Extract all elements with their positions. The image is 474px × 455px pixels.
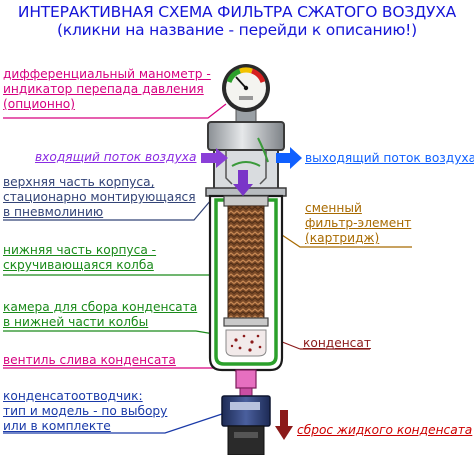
- label-upper-housing-line3: в пневмолинию: [3, 205, 104, 219]
- filter-cartridge[interactable]: [223, 195, 269, 327]
- label-upper-housing-line1: верхняя часть корпуса,: [3, 175, 155, 189]
- label-filter-element-line1: сменный: [305, 201, 362, 215]
- label-drain-trap[interactable]: конденсатоотводчик: тип и модель - по вы…: [3, 389, 167, 434]
- leader-condensate-chamber: [3, 330, 227, 337]
- label-upper-housing-line2: стационарно монтирующаяся: [3, 190, 196, 204]
- label-drain-trap-line2: тип и модель - по выбору: [3, 404, 168, 418]
- label-upper-housing[interactable]: верхняя часть корпуса, стационарно монти…: [3, 175, 196, 220]
- label-liquid-discharge[interactable]: сброс жидкого конденсата: [297, 423, 472, 438]
- label-manometer-line2: индикатор перепада давления: [3, 82, 204, 96]
- drain-trap[interactable]: [221, 395, 271, 455]
- label-liquid-discharge-text: сброс жидкого конденсата: [297, 423, 473, 437]
- label-air-outlet-text: выходящий поток воздуха: [305, 151, 474, 165]
- label-condensate-chamber-line1: камера для сбора конденсата: [3, 300, 198, 314]
- air-inlet-arrow-icon[interactable]: [201, 148, 228, 168]
- pressure-gauge-icon[interactable]: [222, 64, 270, 123]
- label-drain-trap-line1: конденсатоотводчик:: [3, 389, 143, 403]
- label-lower-housing[interactable]: нижняя часть корпуса - скручивающаяся ко…: [3, 243, 156, 273]
- condensate-chamber[interactable]: [225, 329, 267, 357]
- label-manometer-line1: дифференциальный манометр -: [3, 67, 211, 81]
- page-title: ИНТЕРАКТИВНАЯ СХЕМА ФИЛЬТРА СЖАТОГО ВОЗД…: [17, 3, 457, 21]
- leader-upper-housing: [3, 199, 212, 221]
- label-air-inlet[interactable]: входящий поток воздуха: [35, 150, 196, 165]
- label-condensate-chamber-line2: в нижней части колбы: [3, 315, 149, 329]
- label-drain-valve-text: вентиль слива конденсата: [3, 353, 176, 367]
- label-drain-valve[interactable]: вентиль слива конденсата: [3, 353, 176, 368]
- label-condensate[interactable]: конденсат: [303, 336, 371, 351]
- label-lower-housing-line1: нижняя часть корпуса -: [3, 243, 157, 257]
- label-condensate-text: конденсат: [303, 336, 371, 350]
- drain-valve[interactable]: [235, 369, 257, 397]
- label-manometer[interactable]: дифференциальный манометр - индикатор пе…: [3, 67, 211, 112]
- leader-lower-housing: [3, 274, 227, 294]
- label-lower-housing-line2: скручивающаяся колба: [3, 258, 154, 272]
- label-condensate-chamber[interactable]: камера для сбора конденсата в нижней час…: [3, 300, 197, 330]
- air-outlet-arrow-icon[interactable]: [276, 147, 302, 169]
- leader-drain-trap: [3, 413, 223, 434]
- label-air-outlet[interactable]: выходящий поток воздуха: [305, 151, 474, 166]
- leader-drain-valve: [3, 367, 242, 375]
- page-subtitle: (кликни на название - перейди к описанию…: [56, 21, 418, 39]
- label-filter-element-line2: фильтр-элемент: [305, 216, 412, 230]
- label-filter-element[interactable]: сменный фильтр-элемент (картридж): [305, 201, 411, 246]
- label-drain-trap-line3: или в комплекте: [3, 419, 111, 433]
- label-manometer-line3: (опционно): [3, 97, 76, 111]
- leader-manometer: [3, 103, 227, 119]
- label-filter-element-line3: (картридж): [305, 231, 380, 245]
- air-down-arrow-icon: [233, 170, 253, 196]
- discharge-arrow-icon[interactable]: [275, 410, 293, 440]
- label-air-inlet-text: входящий поток воздуха: [35, 150, 197, 164]
